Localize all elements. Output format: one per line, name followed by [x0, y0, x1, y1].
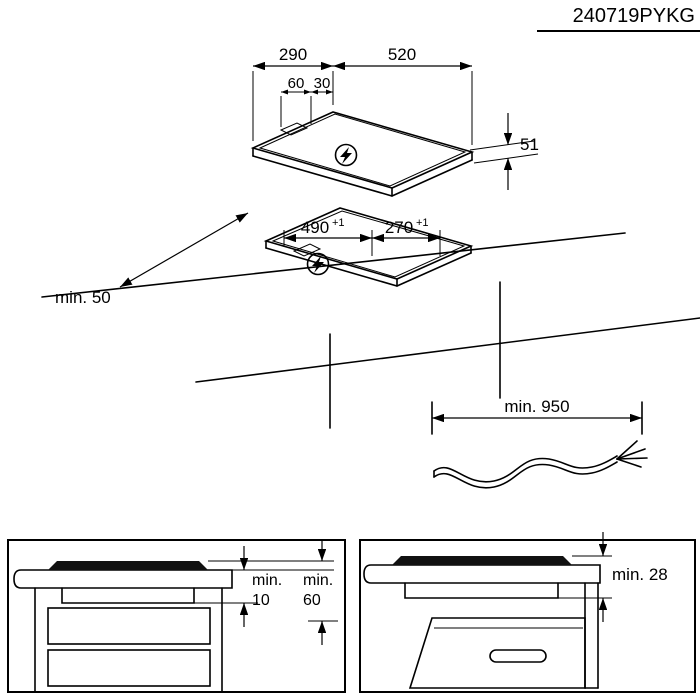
hob-profile	[392, 556, 572, 565]
dim-30: 30	[310, 75, 333, 124]
dim-min-60-prefix: min.	[303, 572, 333, 589]
lightning-bolt-icon	[312, 256, 324, 273]
oven-handle	[489, 649, 547, 663]
dim-490-tolerance: +1	[332, 217, 345, 229]
dim-min-10: min. 10	[239, 546, 282, 627]
hob-isometric-view: 290 520 60 30	[250, 45, 539, 197]
dim-min-28: min. 28	[598, 532, 668, 622]
mains-terminal-box	[279, 122, 309, 136]
dim-270: 270 +1	[372, 217, 441, 256]
dim-min-60-value: 60	[303, 592, 321, 609]
cable-length-drawing: min. 950	[431, 397, 648, 489]
worktop-cutout-view: 490 +1 270 +1 min. 50	[41, 207, 700, 429]
worktop-profile	[363, 564, 601, 584]
hob-body	[250, 111, 475, 197]
dim-490-label: 490	[301, 218, 329, 237]
dim-60-label: 60	[288, 75, 305, 92]
dim-min-28-label: min. 28	[612, 565, 668, 584]
dim-270-tolerance: +1	[416, 217, 429, 229]
detail-box-frame	[7, 539, 346, 693]
cutout-hole	[263, 207, 474, 287]
hob-profile	[48, 561, 208, 570]
dim-min-950: min. 950	[431, 397, 643, 435]
lightning-bolt-icon	[340, 147, 352, 164]
hob-underside	[404, 582, 559, 599]
dim-51-label: 51	[520, 135, 539, 154]
dim-min-10-prefix: min.	[252, 572, 282, 589]
dim-490: 490 +1	[283, 217, 373, 256]
detail-box-frame	[359, 539, 696, 693]
detail-drawer-clearance: min. 10 min. 60	[7, 539, 346, 693]
power-connection-icon	[306, 252, 330, 276]
dim-290-label: 290	[279, 45, 307, 64]
worktop-lower-edge	[195, 317, 700, 383]
dim-30-label: 30	[314, 75, 331, 92]
dim-min-60: min. 60	[303, 540, 333, 645]
document-id-block: 240719PYKG	[537, 5, 700, 32]
worktop-front-edge	[41, 232, 626, 298]
worktop-profile	[13, 569, 233, 589]
dim-520: 520	[333, 45, 473, 145]
drawer-bottom	[47, 649, 211, 687]
dim-min-50: min. 50	[55, 212, 249, 307]
dim-min-10-value: 10	[252, 592, 270, 609]
dim-520-label: 520	[388, 45, 416, 64]
dim-270-label: 270	[385, 218, 413, 237]
dim-min-950-label: min. 950	[504, 397, 569, 416]
dim-min-50-label: min. 50	[55, 288, 111, 307]
hob-underside	[61, 587, 195, 604]
power-connection-icon	[334, 143, 358, 167]
dim-290: 290	[252, 45, 334, 141]
dim-51: 51	[469, 113, 539, 190]
mains-terminal-box	[292, 243, 322, 257]
detail-oven-clearance: min. 28	[359, 532, 696, 693]
document-id: 240719PYKG	[573, 5, 695, 27]
drawer-top	[47, 607, 211, 645]
dim-60: 60	[280, 75, 311, 127]
mains-cable-icon	[433, 440, 648, 489]
